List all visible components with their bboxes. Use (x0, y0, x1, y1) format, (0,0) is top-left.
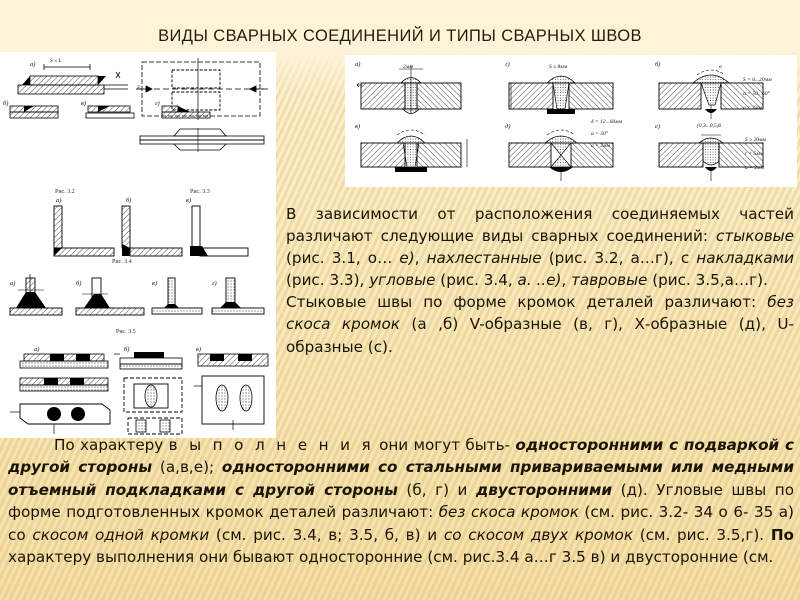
figure-tee-joints (8, 274, 270, 326)
figure-part-label: а) (30, 61, 36, 68)
text-run-italic: е) (399, 249, 415, 268)
figure-panel-butt-welds: а) г) б) в) д) е) 2мм S ≤ 8мм α S = 6...… (345, 55, 797, 187)
text-run: (рис. 3.4, (435, 271, 518, 290)
figure-dimension-label: α = 50...60° (743, 91, 770, 97)
figure-dimension-label: a = 2мм (745, 165, 764, 171)
figure-dimension-label: α = 50° (591, 131, 609, 137)
text-run: По характеру (54, 436, 169, 454)
text-run-clipped: они бывают односторонние (см. рис.3.4 а…… (198, 548, 774, 567)
figure-dimension-label: a = 2мм (743, 105, 762, 111)
text-run-italic: нахлестанные (426, 249, 542, 268)
figure-dimension-label: S ≤ L (50, 58, 62, 64)
figure-part-label: в) (81, 100, 86, 107)
text-run: (см. рис. 3.4, в; 3.5, б, в) и (209, 525, 444, 544)
text-run-italic: накладками (696, 249, 795, 268)
figure-part-label: г) (155, 100, 160, 107)
figure-part-label: д) (505, 123, 511, 130)
figure-butt-weld-profiles (349, 59, 793, 183)
figure-dimension-label: S ≥ 20мм (745, 137, 767, 143)
text-run: , (561, 271, 572, 290)
figure-caption: Рис. 3.4 (112, 259, 132, 265)
figure-dimension-label: a = 2мм (591, 143, 610, 149)
text-run: (а ,б) V-образные (в, г), Х-образные (д)… (286, 315, 794, 356)
body-text-bottom: По характеру в ы п о л н е н и я они мог… (8, 434, 794, 568)
text-run: (а,в,е); (152, 458, 222, 477)
text-run: (д). Угловые швы по форме подготовленных… (8, 480, 794, 522)
text-run-italic: без скоса кромок (438, 503, 579, 522)
text-run-italic: скосом одной кромки (32, 525, 210, 544)
figure-part-label: в) (186, 197, 191, 204)
figure-part-label: в) (355, 123, 360, 130)
figure-panel-left: а) б) в) г) S ≤ L Рис. 3.2 (0, 52, 276, 438)
figure-part-label: в) (196, 346, 201, 353)
figure-dimension-label: r = 5мм (745, 151, 764, 157)
figure-part-label: г) (212, 280, 217, 287)
figure-part-label: б) (126, 197, 132, 204)
text-run-letterspaced: в ы п о л н е н и я (168, 436, 374, 454)
text-run: Стыковые швы по форме кромок деталей раз… (286, 293, 768, 312)
text-run-bold-italic: односторонними с подваркой с другой стор… (8, 436, 794, 477)
text-run-italic: стыковые (716, 227, 794, 246)
figure-dimension-label: F (137, 85, 141, 91)
text-run: (см. рис. 3.5,г). (633, 525, 771, 544)
text-run: (рис. 3.3), (286, 271, 370, 290)
text-run-italic: а. ..е) (517, 271, 562, 290)
text-run-italic: без скоса кромок (286, 293, 794, 334)
text-run-bold-italic: двусторонними (476, 480, 613, 499)
figure-part-label: б) (655, 61, 661, 68)
text-run: В зависимости от расположения соединяемы… (286, 205, 794, 246)
figure-lap-joints (8, 58, 270, 126)
page-title: ВИДЫ СВАРНЫХ СОЕДИНЕНИЙ И ТИПЫ СВАРНЫХ Ш… (158, 27, 642, 45)
text-run: , (414, 249, 427, 268)
figure-part-label: а) (355, 61, 361, 68)
figure-dimension-label: α (719, 64, 722, 70)
text-run: они могут быть- (373, 436, 516, 454)
figure-dimension-label: δ = 12...60мм (591, 119, 623, 125)
text-run-italic: со скосом двух кромок (443, 525, 634, 544)
text-run: характеру выполнения (8, 548, 195, 567)
figure-plate-joint (136, 56, 276, 160)
figure-part-label: в) (152, 280, 157, 287)
text-run: (см. рис. 3.2- 34 о 6- 35 а) со (8, 503, 794, 544)
figure-part-label: г) (505, 61, 510, 68)
body-text-right: В зависимости от расположения соединяемы… (286, 203, 794, 358)
figure-part-label: а) (10, 280, 16, 287)
text-run-italic: тавровые (571, 271, 648, 290)
text-run: (б, г) и (397, 480, 476, 499)
text-run: (рис. 3.5,а…г). (647, 271, 768, 290)
figure-part-label: б) (3, 100, 9, 107)
text-run-italic: угловые (369, 271, 436, 290)
figure-dimension-label: S = 6...20мм (743, 77, 772, 83)
figure-caption: Рис. 3.5 (116, 329, 136, 335)
text-run: (рис. 3.2, а…г), с (541, 249, 697, 268)
figure-dimension-label: 2мм (403, 64, 413, 70)
figure-caption: Рис. 3.3 (190, 189, 210, 195)
text-run-bold: По (770, 525, 794, 544)
figure-caption: Рис. 3.2 (55, 189, 75, 195)
figure-part-label: б) (124, 346, 130, 353)
figure-part-label: а) (34, 346, 40, 353)
figure-dimension-label: S ≤ 8мм (549, 64, 568, 70)
figure-corner-joints (48, 204, 252, 262)
figure-dimension-label: (0,3...0,5)δ (697, 123, 722, 129)
text-run: (рис. 3.1, о… (286, 249, 400, 268)
figure-part-label: а) (56, 197, 62, 204)
figure-part-label: б) (76, 280, 82, 287)
text-run-bold-italic: односторонними со стальными привариваемы… (8, 458, 794, 499)
figure-part-label: е) (655, 123, 661, 130)
figure-plug-welds (10, 350, 272, 436)
